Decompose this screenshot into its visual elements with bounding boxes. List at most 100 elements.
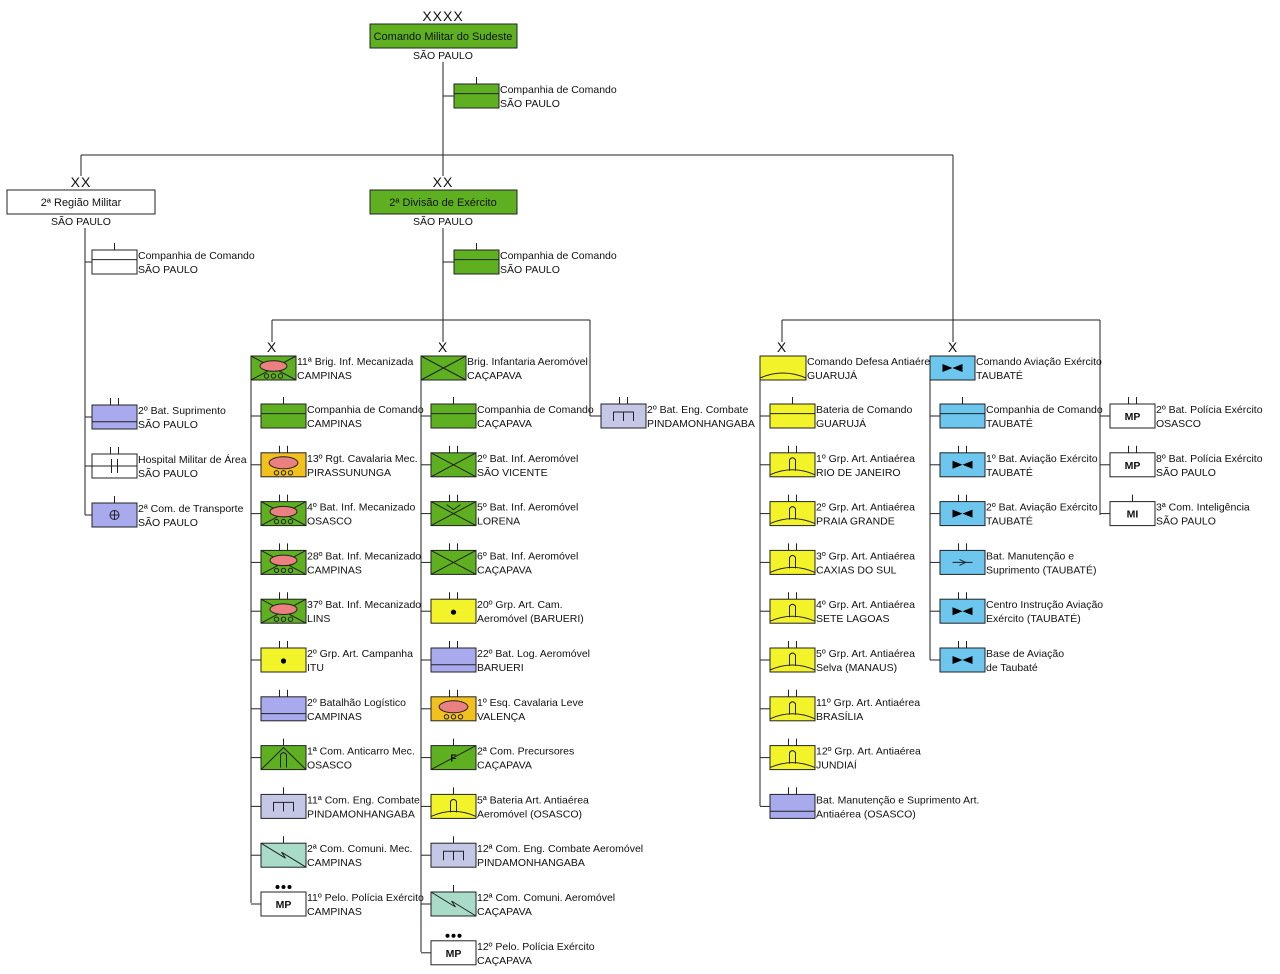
aero-unit-10: 12ª Com. Eng. Combate AeromóvelPINDAMONH… <box>431 836 643 869</box>
unit-location: LORENA <box>477 516 520 528</box>
unit-symbol-label: MI <box>1127 509 1139 521</box>
unit-name: Hospital Militar de Área <box>138 453 247 466</box>
unit-name: 11ª Brig. Inf. Mecanizada <box>297 356 413 368</box>
unit-symbol-label: MP <box>446 948 462 960</box>
unit-location: PINDAMONHANGABA <box>477 857 585 869</box>
aero-unit-1: Companhia de ComandoCAÇAPAVA <box>431 397 594 430</box>
unit-location: SÃO PAULO <box>500 263 560 276</box>
unit-location: CAÇAPAVA <box>477 760 532 772</box>
unit-location: CAMPINAS <box>297 370 352 382</box>
unit-name: 2ª Com. de Transporte <box>138 503 244 515</box>
unit-location: CAMPINAS <box>307 564 362 576</box>
hq-divisao: XX 2ª Divisão de Exército SÃO PAULO <box>370 174 517 228</box>
unit-location: TAUBATÉ <box>986 417 1033 430</box>
unit-name: Companhia de Comando <box>986 404 1103 416</box>
echelon-marker: X <box>948 339 958 355</box>
unit-symbol-label: MP <box>276 899 292 911</box>
unit-location: de Taubaté <box>986 662 1038 674</box>
hq-location: SÃO PAULO <box>413 215 473 228</box>
mp-unit-2: MP8º Bat. Polícia ExércitoSÃO PAULO <box>1110 446 1263 479</box>
aero-unit-9: 5ª Bateria Art. AntiaéreaAeromóvel (OSAS… <box>431 787 589 820</box>
unit-symbols: Companhia de ComandoSÃO PAULOCompanhia d… <box>92 77 1263 967</box>
unit-location: CAÇAPAVA <box>467 370 522 382</box>
brig11-unit-1: Companhia de ComandoCAMPINAS <box>261 397 424 430</box>
unit-location: Aeromóvel (BARUERI) <box>477 613 584 625</box>
unit-name: 2º Grp. Art. Campanha <box>307 648 413 660</box>
antiaerea-unit-5: 4º Grp. Art. AntiaéreaSETE LAGOAS <box>770 592 915 625</box>
antiaerea-unit-2: 1º Grp. Art. AntiaéreaRIO DE JANEIRO <box>770 446 915 479</box>
unit-name: 4º Grp. Art. Antiaérea <box>816 599 915 611</box>
aero-unit-2: 2º Bat. Inf. AeromóvelSÃO VICENTE <box>431 446 578 479</box>
brig11-unit-6: 2º Grp. Art. CampanhaITU <box>261 641 413 674</box>
unit-location: Aeromóvel (OSASCO) <box>477 808 582 820</box>
unit-name: 3º Grp. Art. Antiaérea <box>816 550 915 562</box>
unit-name: Companhia de Comando <box>500 250 617 262</box>
unit-location: SETE LAGOAS <box>816 613 890 625</box>
unit-location: BRASÍLIA <box>816 710 863 723</box>
unit-name: 4º Bat. Inf. Mecanizado <box>307 502 415 514</box>
unit-name: 11º Grp. Art. Antiaérea <box>816 697 920 709</box>
hq-name: 2ª Região Militar <box>41 197 122 209</box>
unit-name: 2ª Com. Precursores <box>477 746 574 758</box>
aviacao-unit-6: Base de Aviaçãode Taubaté <box>940 641 1064 674</box>
unit-location: SÃO PAULO <box>1156 466 1216 479</box>
echelon-marker: X <box>777 339 787 355</box>
echelon-marker: X <box>438 339 448 355</box>
aero-unit-12: MP12º Pelo. Polícia ExércitoCAÇAPAVA <box>431 934 595 967</box>
brig11-unit-11: MP11º Pelo. Polícia ExércitoCAMPINAS <box>261 885 424 918</box>
unit-2-com-transporte: 2ª Com. de TransporteSÃO PAULO <box>92 496 244 529</box>
unit-location: SÃO PAULO <box>138 418 198 431</box>
unit-name: 6º Bat. Inf. Aeromóvel <box>477 550 578 562</box>
command-antiaerea: Comando Defesa AntiaéreaGUARUJÁ <box>760 356 936 382</box>
unit-location: PIRASSUNUNGA <box>307 467 391 479</box>
hq-name: 2ª Divisão de Exército <box>389 197 496 209</box>
hq-regiao: XX 2ª Região Militar SÃO PAULO <box>7 174 155 228</box>
unit-name: 5º Bat. Inf. Aeromóvel <box>477 502 578 514</box>
brig11-unit-3: 4º Bat. Inf. MecanizadoOSASCO <box>261 495 415 528</box>
unit-location: CAÇAPAVA <box>477 564 532 576</box>
aero-unit-4: 6º Bat. Inf. AeromóvelCAÇAPAVA <box>431 543 578 576</box>
hq-location: SÃO PAULO <box>413 49 473 62</box>
unit-location: CAÇAPAVA <box>477 906 532 918</box>
unit-location: RIO DE JANEIRO <box>816 467 901 479</box>
unit-location: TAUBATÉ <box>986 466 1033 479</box>
aero-unit-5: 20º Grp. Art. Cam.Aeromóvel (BARUERI) <box>431 592 584 625</box>
unit-location: CAXIAS DO SUL <box>816 564 897 576</box>
unit-name: Companhia de Comando <box>138 250 255 262</box>
aero-unit-6: 22º Bat. Log. AeromóvelBARUERI <box>431 641 590 674</box>
hq-location: SÃO PAULO <box>51 215 111 228</box>
aero-unit-8: F2ª Com. PrecursoresCAÇAPAVA <box>431 739 574 772</box>
aviacao-unit-2: 1º Bat. Aviação ExércitoTAUBATÉ <box>940 446 1098 479</box>
echelon-marker: XXXX <box>422 8 463 24</box>
unit-name: 37º Bat. Inf. Mecanizado <box>307 599 421 611</box>
unit-location: SÃO VICENTE <box>477 466 548 479</box>
brig11-unit-2: 13º Rgt. Cavalaria Mec.PIRASSUNUNGA <box>261 446 418 479</box>
unit-name: 5ª Bateria Art. Antiaérea <box>477 794 589 806</box>
unit-hospital-militar: Hospital Militar de ÁreaSÃO PAULO <box>92 447 247 480</box>
unit-location: VALENÇA <box>477 711 525 723</box>
unit-name: 1º Esq. Cavalaria Leve <box>477 697 584 709</box>
unit-name: 1ª Com. Anticarro Mec. <box>307 746 415 758</box>
unit-name: 2º Bat. Polícia Exército <box>1156 404 1263 416</box>
unit-name: Bateria de Comando <box>816 404 912 416</box>
unit-name: 2º Bat. Suprimento <box>138 405 226 417</box>
aero-unit-3: 5º Bat. Inf. AeromóvelLORENA <box>431 495 578 528</box>
unit-name: Brig. Infantaria Aeromóvel <box>467 356 588 368</box>
unit-name: Centro Instrução Aviação <box>986 599 1103 611</box>
unit-name: 5º Grp. Art. Antiaérea <box>816 648 915 660</box>
command-aviacao: Comando Aviação ExércitoTAUBATÉ <box>930 356 1102 382</box>
unit-name: 12º Pelo. Polícia Exército <box>477 941 595 953</box>
hq-name: Comando Militar do Sudeste <box>374 31 513 43</box>
unit-name: Companhia de Comando <box>500 84 617 96</box>
unit-name: 2º Grp. Art. Antiaérea <box>816 502 915 514</box>
unit-name: 1º Bat. Aviação Exército <box>986 453 1098 465</box>
unit-location: GUARUJÁ <box>807 369 857 382</box>
unit-location: JUNDIAÍ <box>816 759 857 772</box>
unit-2-bat-eng-combate: 2º Bat. Eng. CombatePINDAMONHANGABA <box>601 397 755 430</box>
unit-name: 3ª Com. Inteligência <box>1156 502 1250 514</box>
antiaerea-unit-9: Bat. Manutenção e Suprimento Art.Antiaér… <box>770 787 979 820</box>
unit-name: 8º Bat. Polícia Exército <box>1156 453 1263 465</box>
brigade-inf-aeromovel: Brig. Infantaria AeromóvelCAÇAPAVA <box>421 356 588 382</box>
unit-symbol-label: MP <box>1125 411 1141 423</box>
